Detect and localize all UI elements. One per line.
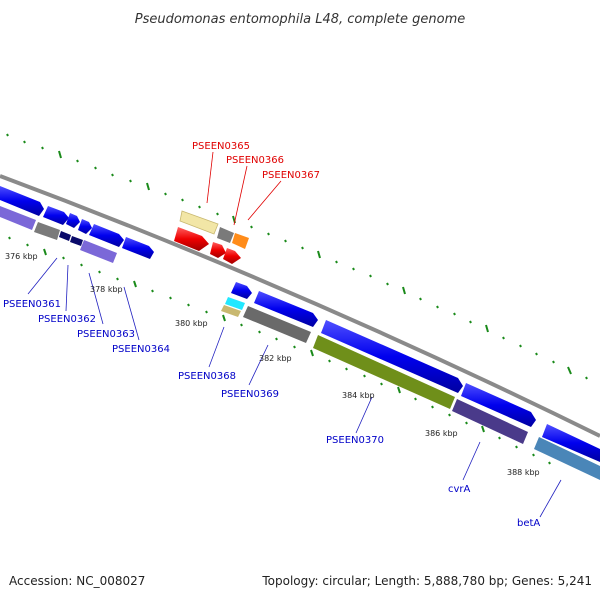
reverse-genes-right bbox=[231, 282, 600, 462]
right-lower-row bbox=[221, 297, 600, 480]
inner-tick-arc bbox=[8, 236, 551, 465]
gene-PSEEN0367[interactable] bbox=[232, 233, 249, 249]
gene-grey-right[interactable] bbox=[243, 306, 311, 343]
forward-genes bbox=[179, 210, 249, 249]
gene-red-3[interactable] bbox=[223, 248, 241, 264]
gene-small-block[interactable] bbox=[78, 219, 92, 234]
gene-PSEEN0366[interactable] bbox=[217, 227, 234, 243]
forward-genes-inner bbox=[174, 227, 241, 264]
gene-betA-block[interactable] bbox=[542, 424, 600, 462]
gene-label-PSEEN0370[interactable]: PSEEN0370 bbox=[326, 435, 384, 446]
gene-red-2[interactable] bbox=[210, 242, 226, 258]
gene-cyan[interactable] bbox=[225, 297, 245, 310]
gene-navy-1[interactable] bbox=[59, 231, 71, 241]
left-lower-row bbox=[0, 206, 117, 263]
gene-PSEEN0364-block[interactable] bbox=[89, 224, 124, 247]
gene-PSEEN0363-block[interactable] bbox=[66, 213, 80, 228]
gene-PSEEN0370-block[interactable] bbox=[321, 320, 463, 393]
gene-cvrA-block[interactable] bbox=[461, 383, 536, 427]
gene-purple-left[interactable] bbox=[0, 206, 36, 230]
gene-label-PSEEN0362[interactable]: PSEEN0362 bbox=[38, 314, 96, 325]
gene-PSEEN0361-block[interactable] bbox=[0, 186, 44, 216]
gene-red-1[interactable] bbox=[174, 227, 209, 251]
gene-navy-2[interactable] bbox=[70, 236, 83, 246]
gene-khaki[interactable] bbox=[221, 305, 241, 317]
scale-label-376: 376 kbp bbox=[5, 252, 38, 261]
gene-PSEEN0368-block[interactable] bbox=[231, 282, 252, 299]
gene-label-betA[interactable]: betA bbox=[517, 518, 540, 529]
gene-labels: PSEEN0365 PSEEN0366 PSEEN0367 PSEEN0361 … bbox=[3, 141, 540, 529]
genome-backbone bbox=[0, 174, 600, 438]
scale-label-380: 380 kbp bbox=[175, 319, 208, 328]
scale-labels: 376 kbp 378 kbp 380 kbp 382 kbp 384 kbp … bbox=[5, 252, 540, 477]
gene-label-PSEEN0368[interactable]: PSEEN0368 bbox=[178, 371, 236, 382]
leader-lines bbox=[27, 151, 562, 518]
gene-PSEEN0362-block[interactable] bbox=[43, 206, 69, 225]
topology-text: Topology: circular; Length: 5,888,780 bp… bbox=[261, 574, 592, 588]
gene-label-PSEEN0366[interactable]: PSEEN0366 bbox=[226, 155, 284, 166]
gene-label-cvrA[interactable]: cvrA bbox=[448, 484, 471, 495]
gene-olive[interactable] bbox=[313, 335, 455, 409]
map-title: Pseudomonas entomophila L48, complete ge… bbox=[135, 12, 466, 27]
gene-label-PSEEN0364[interactable]: PSEEN0364 bbox=[112, 344, 170, 355]
gene-label-PSEEN0369[interactable]: PSEEN0369 bbox=[221, 389, 279, 400]
gene-label-PSEEN0361[interactable]: PSEEN0361 bbox=[3, 299, 61, 310]
accession-text: Accession: NC_008027 bbox=[9, 574, 145, 588]
gene-label-PSEEN0363[interactable]: PSEEN0363 bbox=[77, 329, 135, 340]
gene-label-PSEEN0367[interactable]: PSEEN0367 bbox=[262, 170, 320, 181]
gene-purple-right[interactable] bbox=[452, 399, 528, 444]
scale-label-388: 388 kbp bbox=[507, 468, 540, 477]
gene-PSEEN0369-block[interactable] bbox=[254, 291, 318, 327]
reverse-genes-left bbox=[0, 186, 154, 259]
gene-label-PSEEN0365[interactable]: PSEEN0365 bbox=[192, 141, 250, 152]
scale-label-386: 386 kbp bbox=[425, 429, 458, 438]
gene-block-6[interactable] bbox=[122, 237, 154, 259]
scale-label-382: 382 kbp bbox=[259, 354, 292, 363]
gene-steel[interactable] bbox=[534, 437, 600, 480]
gene-PSEEN0365[interactable] bbox=[179, 210, 219, 235]
scale-label-378: 378 kbp bbox=[90, 285, 123, 294]
gene-purple-left-2[interactable] bbox=[80, 240, 117, 263]
scale-label-384: 384 kbp bbox=[342, 391, 375, 400]
gene-grey-left[interactable] bbox=[34, 222, 60, 240]
